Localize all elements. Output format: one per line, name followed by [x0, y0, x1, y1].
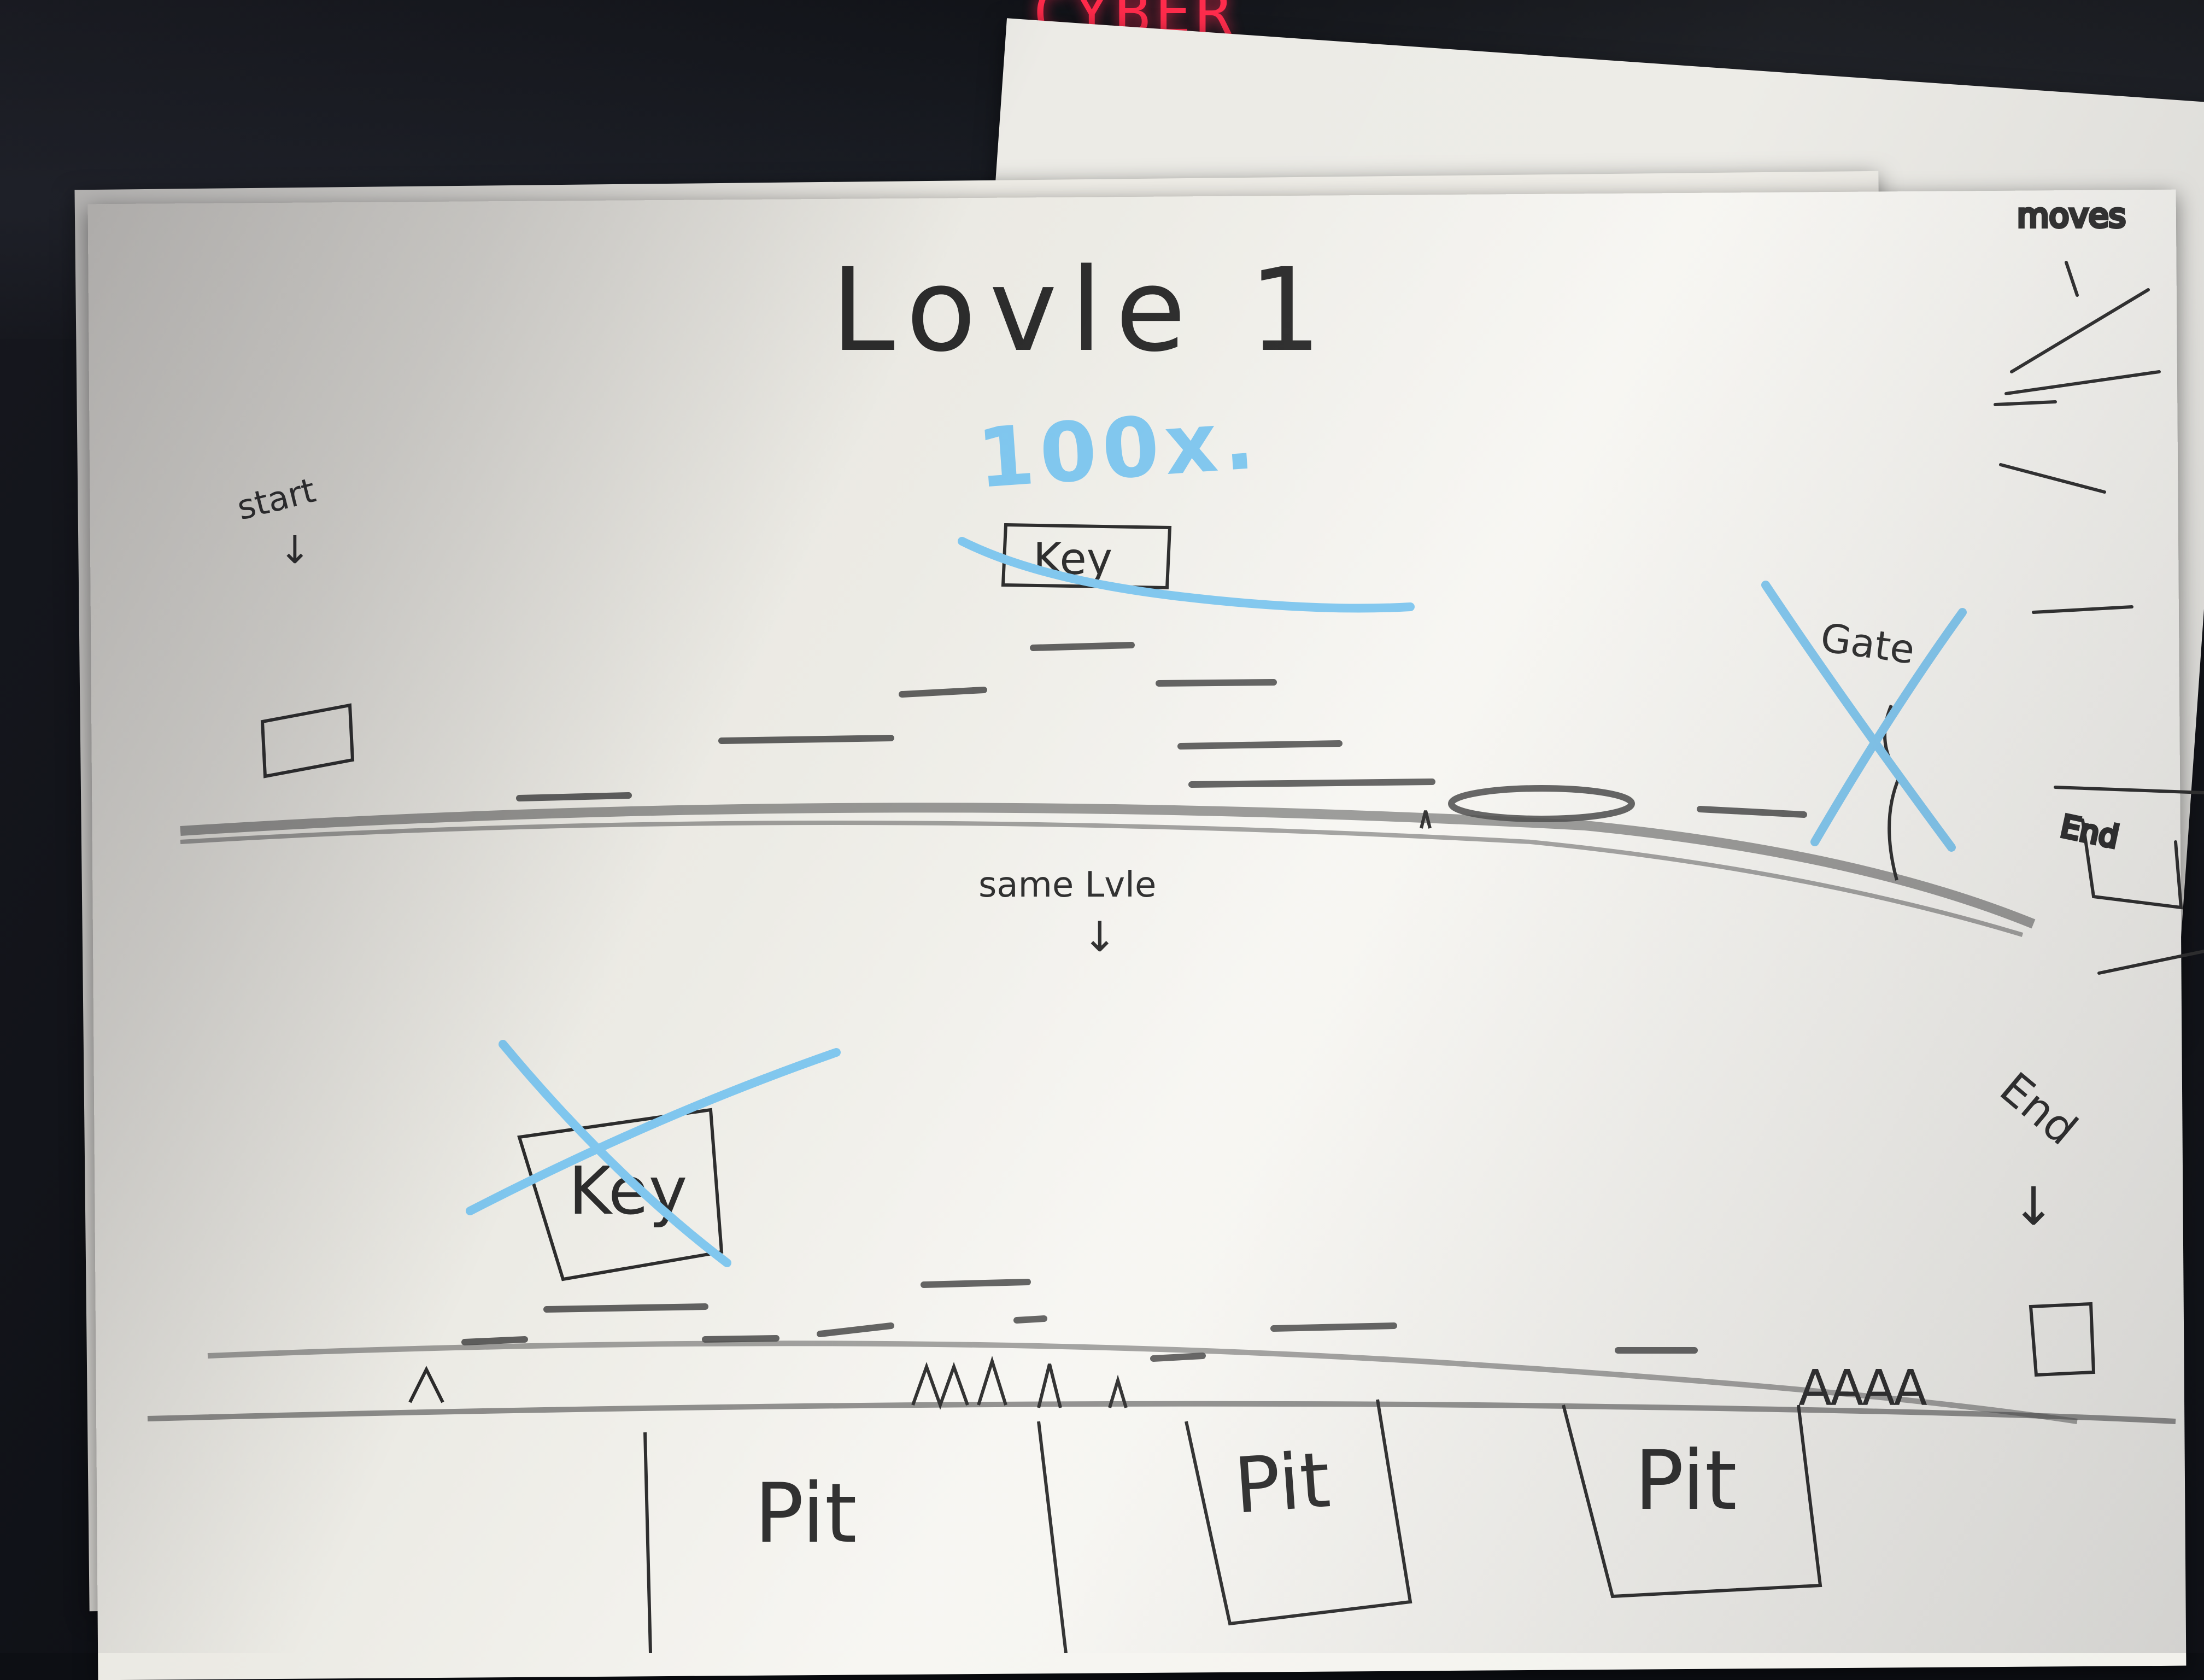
gate-cross-stroke-1: [1761, 581, 1956, 852]
level-title: Lovle 1: [831, 243, 1335, 377]
spike-hazards: [408, 1355, 1128, 1410]
pit-label-1: Pit: [754, 1466, 857, 1561]
marker-annotations: [466, 537, 1967, 1267]
bottom-ground-line: [147, 1401, 2176, 1424]
back-page-end-label: End: [2058, 809, 2122, 856]
marker-100x-annotation: 100x.: [974, 392, 1263, 507]
start-box: [260, 703, 355, 778]
player-arrow-marker: [1420, 810, 1432, 829]
top-ground-line: [180, 803, 2036, 929]
top-platforms: [516, 642, 1807, 822]
start-label: start: [233, 470, 320, 528]
bottom-key-cross-stroke-1: [499, 1040, 731, 1267]
top-key-box: [1001, 523, 1172, 590]
pit-label-3: Pit: [1634, 1433, 1737, 1529]
bottom-key-box: [517, 1108, 724, 1281]
pit-label-2: Pit: [1232, 1436, 1333, 1531]
middle-label: same Lvle: [978, 865, 1156, 905]
key-strike-line: [958, 537, 1415, 613]
gate-label: Gate: [1818, 614, 1918, 673]
end-box: [2029, 1302, 2096, 1377]
bottom-key-cross-stroke-2: [466, 1048, 841, 1215]
back-page-marks: moves End: [1994, 195, 2204, 975]
gate-cross-stroke-2: [1810, 608, 1967, 846]
end-label: End: [1990, 1063, 2086, 1155]
start-arrow: ↓: [279, 528, 311, 572]
pits: [643, 1399, 1822, 1653]
middle-arrow: ↓: [1082, 912, 1117, 961]
bottom-platforms: [461, 1279, 1698, 1362]
spikes-label: AAAA: [1798, 1360, 1927, 1417]
back-page-moves-label: moves: [2017, 197, 2126, 235]
end-arrow: ↓: [2012, 1176, 2055, 1237]
